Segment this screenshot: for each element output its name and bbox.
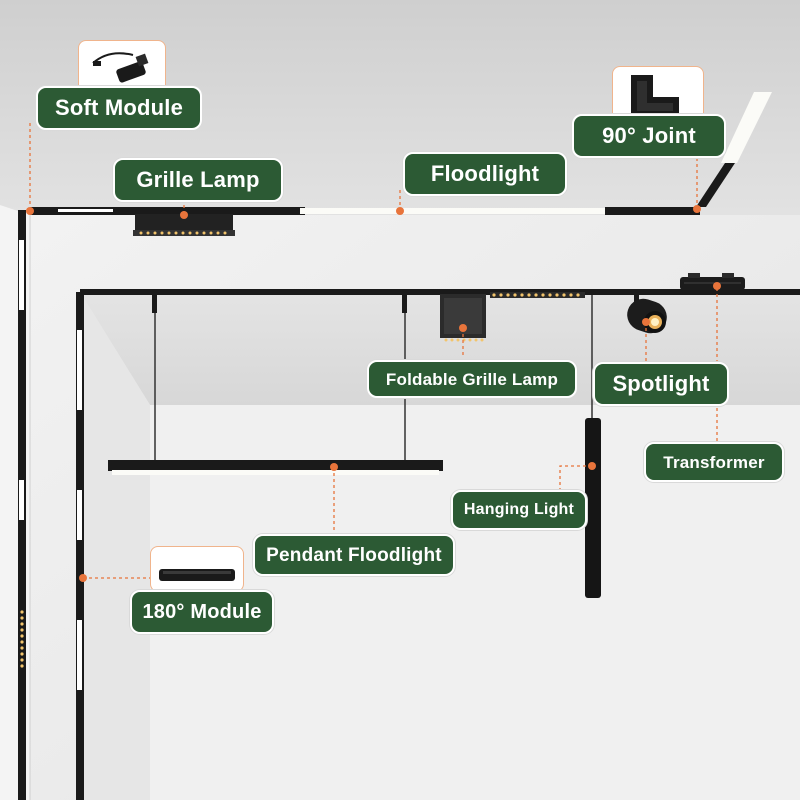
marker-dots xyxy=(26,205,721,582)
label-foldable-grille-lamp: Foldable Grille Lamp xyxy=(367,360,577,398)
marker-dot xyxy=(330,463,338,471)
marker-dot xyxy=(713,282,721,290)
ceiling-track xyxy=(30,92,772,215)
foldable-grille-lamp-fixture xyxy=(440,294,486,342)
module-180-icon xyxy=(159,569,235,581)
label-pendant-floodlight: Pendant Floodlight xyxy=(253,534,455,576)
soft-module-icon xyxy=(92,52,149,83)
side-wall xyxy=(80,292,150,800)
label-floodlight: Floodlight xyxy=(403,152,567,196)
marker-dot xyxy=(26,207,34,215)
transformer-fixture xyxy=(680,273,745,290)
label-transformer: Transformer xyxy=(644,442,784,482)
label-joint-90: 90° Joint xyxy=(572,114,726,158)
lower-led-strip xyxy=(490,292,585,298)
marker-dot xyxy=(693,205,701,213)
module-180-image-card xyxy=(150,546,244,592)
marker-dot xyxy=(79,574,87,582)
marker-dot xyxy=(459,324,467,332)
label-hanging-light: Hanging Light xyxy=(451,490,587,530)
lower-ceiling-track xyxy=(80,289,800,295)
label-spotlight: Spotlight xyxy=(593,362,729,406)
marker-dot xyxy=(180,211,188,219)
label-module-180: 180° Module xyxy=(130,590,274,634)
marker-dot xyxy=(396,207,404,215)
grille-lamp-fixture xyxy=(133,214,235,236)
marker-dot xyxy=(642,318,650,326)
marker-dot xyxy=(588,462,596,470)
label-grille-lamp: Grille Lamp xyxy=(113,158,283,202)
back-wall xyxy=(150,405,800,800)
wall-track xyxy=(18,210,84,800)
hanging-light-fixture xyxy=(585,295,601,598)
label-soft-module: Soft Module xyxy=(36,86,202,130)
leader-lines xyxy=(29,123,718,579)
joint-90-icon xyxy=(631,75,679,117)
spotlight-fixture xyxy=(627,294,667,334)
wall-led-strip xyxy=(20,610,24,668)
